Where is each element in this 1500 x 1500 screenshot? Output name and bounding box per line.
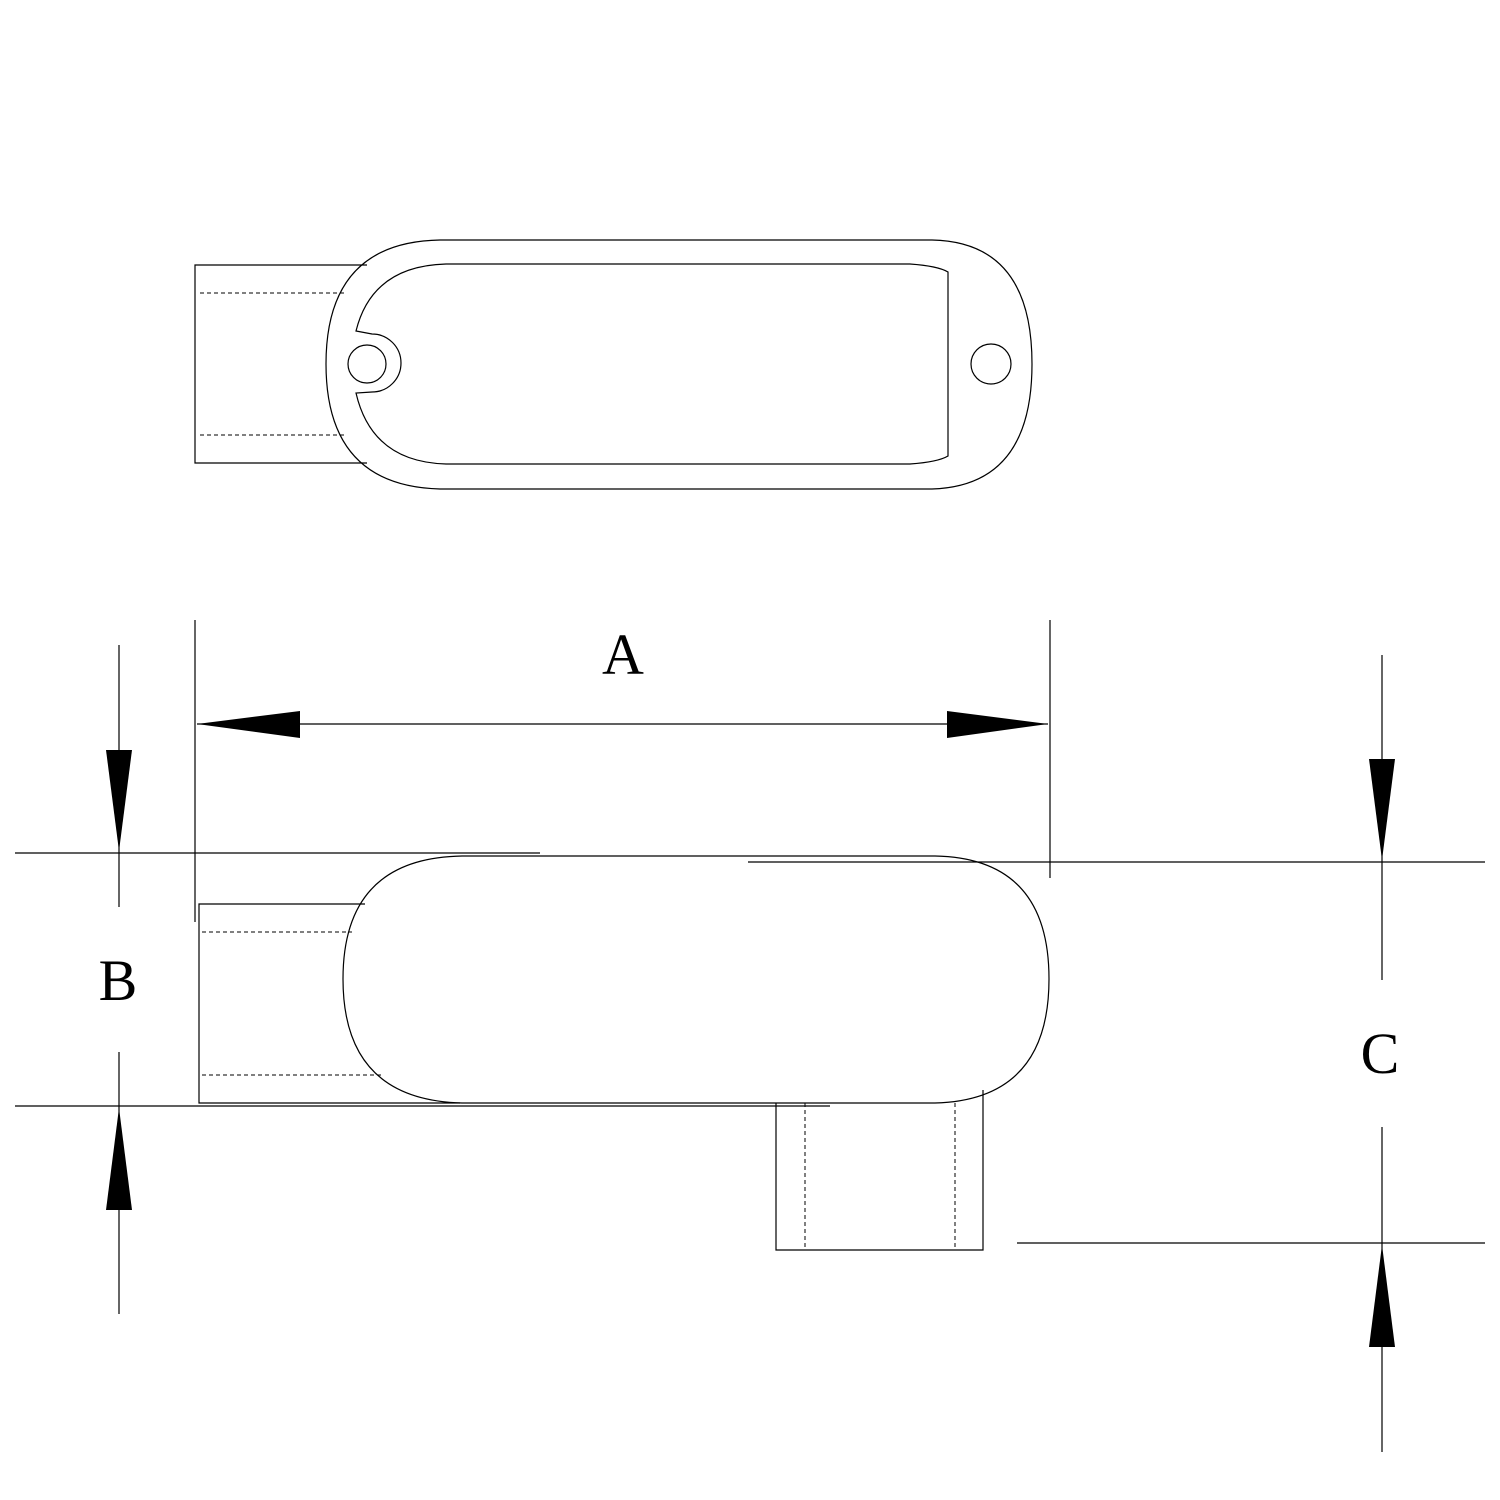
arrow-a-right bbox=[947, 711, 1048, 738]
cover-opening bbox=[355, 263, 949, 465]
dimension-b-label: B bbox=[99, 948, 138, 1013]
arrow-c-bottom bbox=[1369, 1245, 1395, 1347]
right-mounting-hole bbox=[970, 343, 1012, 385]
dimension-a-label: A bbox=[602, 622, 644, 687]
top-hub bbox=[194, 264, 367, 464]
dimension-a: A bbox=[194, 620, 1051, 922]
left-mounting-hole bbox=[347, 344, 387, 384]
side-body bbox=[342, 855, 1050, 1104]
arrow-c-top bbox=[1369, 759, 1395, 860]
side-hub-bottom bbox=[775, 1090, 984, 1251]
arrow-a-left bbox=[197, 711, 300, 738]
cover-outline bbox=[325, 239, 1033, 490]
dimension-c-label: C bbox=[1361, 1021, 1400, 1086]
dimension-b: B bbox=[15, 645, 830, 1314]
top-view bbox=[194, 239, 1033, 490]
arrow-b-top bbox=[106, 750, 132, 851]
dimension-c: C bbox=[748, 655, 1485, 1452]
side-view bbox=[198, 855, 1050, 1251]
arrow-b-bottom bbox=[106, 1108, 132, 1210]
side-hub-left bbox=[198, 903, 460, 1104]
